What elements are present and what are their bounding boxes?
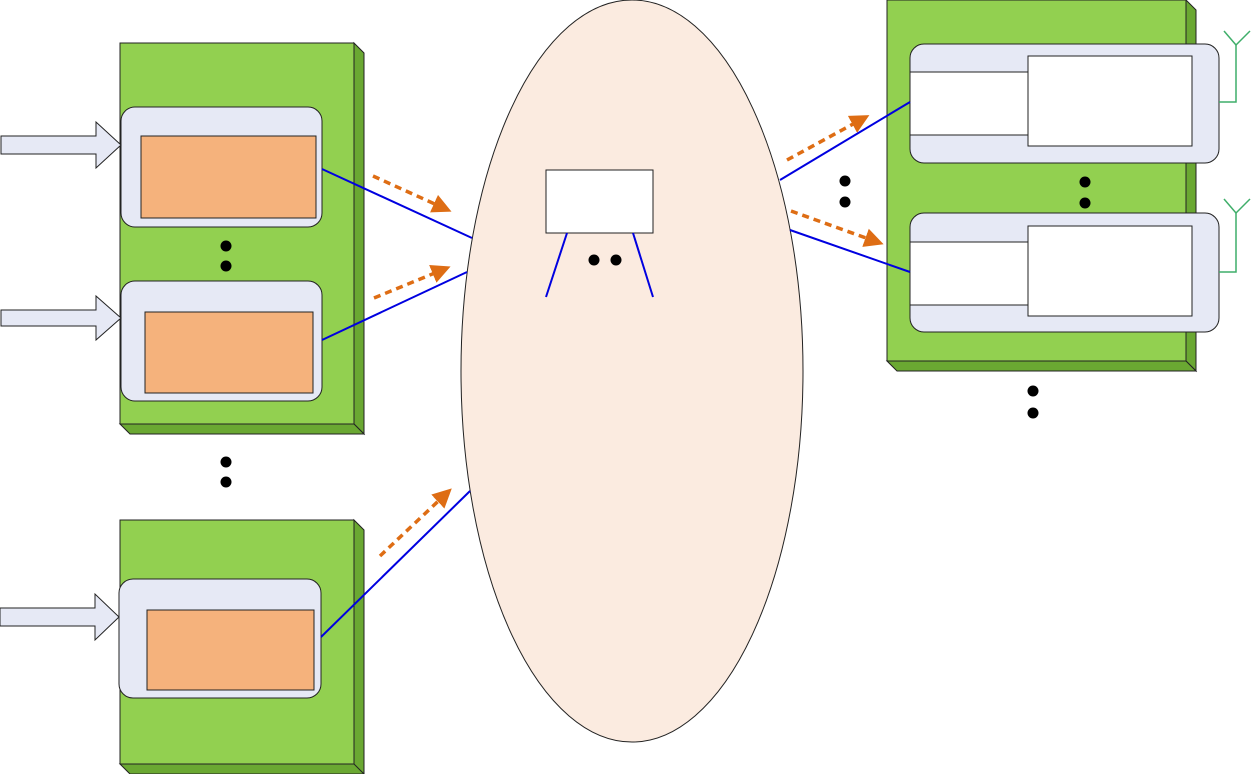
center-cloud [460,0,804,743]
dashed-arrow-icon [786,115,870,162]
link-line [320,490,471,638]
dashed-arrow-icon [372,174,452,213]
left-card-2 [120,280,323,402]
link-line [321,271,468,341]
right-card-1 [909,43,1220,164]
dashed-arrow-icon [378,488,452,558]
dashed-arrow-icon [373,264,451,300]
cloud-node-link [545,232,568,298]
left-card-1 [120,106,323,228]
more-dots-icon [220,240,232,272]
cloud-node-link [632,232,654,298]
more-dots-icon [1079,176,1091,209]
antenna-icon [1219,30,1251,103]
link-line [789,229,911,273]
more-dots-icon [1027,385,1039,419]
card-white-strip [909,241,1029,306]
card-white-strip [909,71,1029,136]
card-inner-box [144,311,314,394]
input-arrow-icon [0,592,120,642]
cloud-node [545,169,654,234]
input-arrow-icon [0,294,122,342]
link-line [779,101,911,181]
card-white-box [1027,55,1193,147]
card-inner-box [146,609,315,691]
dashed-arrow-icon [790,209,884,247]
more-dots-icon [839,175,851,208]
more-dots-icon [588,254,622,266]
antenna-icon [1219,198,1251,273]
card-inner-box [140,135,317,219]
left-card-3 [118,578,322,699]
link-line [321,168,473,239]
right-card-2 [909,212,1220,333]
card-white-box [1027,225,1193,317]
input-arrow-icon [0,120,122,170]
more-dots-icon [220,456,232,488]
